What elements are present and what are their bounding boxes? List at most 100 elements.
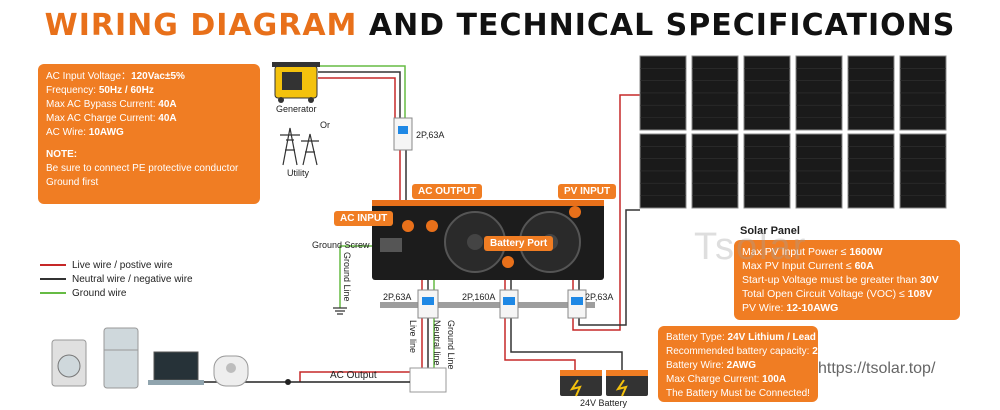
breaker-top — [393, 117, 413, 151]
solar-spec-label: Max PV Input Power ≤ — [742, 246, 850, 258]
output-node — [285, 379, 291, 385]
solar-spec-value: 108V — [907, 288, 933, 300]
din-rail — [380, 302, 595, 308]
watermark: Tsolar — [694, 226, 808, 268]
page-title: WIRING DIAGRAM AND TECHNICAL SPECIFICATI… — [0, 8, 1000, 43]
solar-spec-label: Total Open Circuit Voltage (VOC) ≤ — [742, 288, 908, 300]
generator-label: Generator — [276, 104, 317, 114]
breaker-top-label: 2P,63A — [416, 130, 445, 140]
live-line-label: Live line — [408, 320, 418, 354]
ac-input-spec-value: 50Hz / 60Hz — [98, 85, 154, 96]
ac-output-label: AC Output — [330, 370, 377, 381]
battery-spec-line: The Battery Must be Connected! — [666, 387, 810, 401]
tag-ac-output: AC OUTPUT — [412, 184, 483, 199]
breaker-right-label: 2P,63A — [585, 292, 614, 302]
solar-spec-line: PV Wire: 12-10AWG — [742, 301, 952, 315]
solar-spec-value: 60A — [854, 260, 874, 272]
solar-spec-value: 30V — [920, 274, 939, 286]
wire-legend: Live wire / postive wire Neutral wire / … — [40, 258, 193, 300]
solar-spec-label: Max PV Input Current ≤ — [742, 260, 855, 272]
ac-input-spec-value: 40A — [158, 113, 177, 124]
note-line-1: Be sure to connect PE protective conduct… — [46, 163, 239, 174]
battery-spec-value: 24V Lithium / Lead acid — [727, 332, 839, 343]
legend-ground: Ground wire — [40, 286, 193, 300]
ac-input-spec-line: Max AC Charge Current: 40A — [46, 112, 252, 126]
ground-symbol — [333, 307, 347, 315]
solar-spec-value: 12-10AWG — [786, 302, 839, 314]
laptop-icon — [148, 351, 204, 385]
battery-icon-1 — [560, 370, 602, 397]
title-accent: WIRING DIAGRAM — [44, 8, 358, 43]
solar-spec-label: PV Wire: — [742, 302, 787, 314]
tag-pv-input: PV INPUT — [558, 184, 617, 199]
battery-icon-2 — [606, 370, 648, 397]
solar-spec-value: 1600W — [849, 246, 883, 258]
breaker-mid — [499, 289, 519, 319]
solar-panel-title: Solar Panel — [740, 225, 800, 237]
battery-spec-label: Recommended battery capacity: — [666, 346, 813, 357]
battery-label: 24V Battery — [580, 398, 628, 408]
ac-input-spec-line: AC Input Voltage：120Vac±5% — [46, 70, 252, 84]
tag-battery-port: Battery Port — [484, 236, 554, 251]
generator-icon — [272, 62, 320, 103]
battery-spec-label: Battery Wire: — [666, 360, 727, 371]
ac-input-spec-value: 40A — [158, 99, 177, 110]
note-line-2: Ground first — [46, 177, 99, 188]
battery-spec-label: Battery Type: — [666, 332, 728, 343]
ac-input-wires — [399, 150, 407, 205]
ac-input-spec-line: AC Wire: 10AWG — [46, 126, 252, 140]
solar-spec-line: Total Open Circuit Voltage (VOC) ≤ 108V — [742, 287, 952, 301]
breaker-right — [567, 289, 587, 319]
or-label: Or — [320, 120, 330, 130]
ground-wire — [339, 245, 375, 308]
ac-input-spec-lines: AC Input Voltage：120Vac±5%Frequency: 50H… — [46, 70, 252, 140]
breaker-left — [417, 289, 439, 319]
ac-input-spec-value: 10AWG — [88, 127, 124, 138]
tag-ac-input: AC INPUT — [334, 211, 394, 226]
battery-spec-line: Recommended battery capacity: 200AH — [666, 345, 843, 359]
title-rest: AND TECHNICAL SPECIFICATIONS — [368, 8, 956, 43]
breaker-mid-label: 2P,160A — [462, 292, 496, 302]
utility-label: Utility — [287, 168, 309, 178]
solar-spec-label: Start-up Voltage must be greater than — [742, 274, 921, 286]
ac-input-spec-line: Max AC Bypass Current: 40A — [46, 98, 252, 112]
fridge-icon — [103, 327, 139, 389]
battery-spec-value: 100A — [762, 374, 787, 385]
ground-line2-label: Ground Line — [446, 320, 456, 370]
ac-input-spec-label: Frequency: — [46, 85, 99, 96]
ac-input-spec-label: Max AC Charge Current: — [46, 113, 159, 124]
ac-input-spec-value: 120Vac±5% — [131, 71, 185, 82]
ac-input-spec-box: AC Input Voltage：120Vac±5%Frequency: 50H… — [38, 64, 260, 204]
outlet-box — [409, 367, 447, 393]
solar-spec-line: Max PV Input Current ≤ 60A — [742, 259, 952, 273]
neutral-line-label: Neutral line — [432, 320, 442, 366]
battery-spec-label: Max Charge Current: — [666, 374, 763, 385]
legend-neutral: Neutral wire / negative wire — [40, 272, 193, 286]
battery-spec-line: Battery Type: 24V Lithium / Lead acid — [666, 331, 839, 345]
ac-input-spec-label: AC Wire: — [46, 127, 89, 138]
rice-cooker-icon — [213, 355, 249, 387]
solar-spec-line: Max PV Input Power ≤ 1600W — [742, 245, 952, 259]
ac-input-spec-label: Max AC Bypass Current: — [46, 99, 159, 110]
generator-wires — [318, 65, 406, 118]
utility-tower-icon — [280, 127, 319, 166]
battery-spec-line: Max Charge Current: 100A — [666, 373, 810, 387]
site-url[interactable]: https://tsolar.top/ — [818, 360, 936, 377]
solar-spec-line: Start-up Voltage must be greater than 30… — [742, 273, 952, 287]
note-title: NOTE: — [46, 149, 78, 160]
battery-spec-label: The Battery Must be Connected! — [666, 388, 810, 399]
solar-panel-array — [639, 55, 947, 209]
ground-screw-label: Ground Screw — [312, 240, 370, 250]
ac-input-spec-label: AC Input Voltage： — [46, 71, 132, 82]
legend-live: Live wire / postive wire — [40, 258, 193, 272]
battery-spec-line: Battery Wire: 2AWG — [666, 359, 810, 373]
battery-spec-value: 2AWG — [726, 360, 757, 371]
breaker-left-label: 2P,63A — [383, 292, 412, 302]
washer-icon — [51, 339, 87, 387]
battery-spec-value: 200AH — [812, 346, 844, 357]
